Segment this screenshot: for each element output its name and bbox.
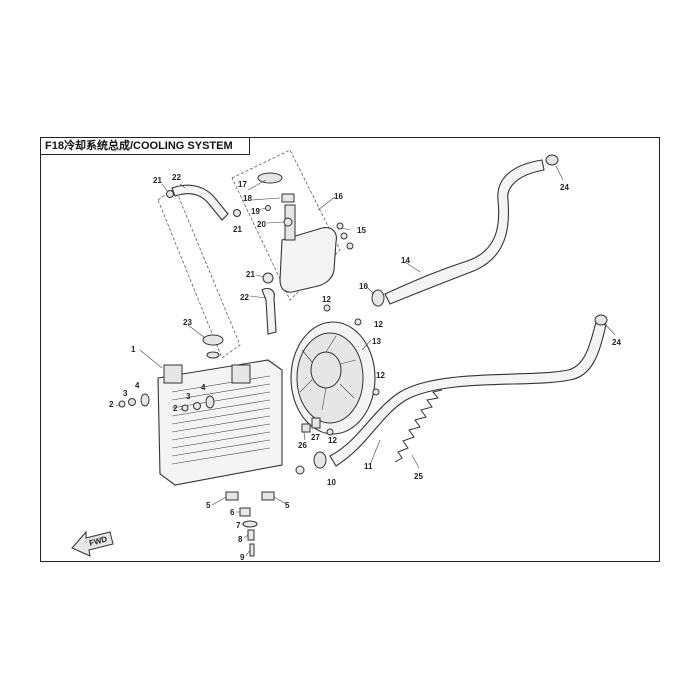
rubber-mount-5-left bbox=[225, 491, 239, 501]
washer-7 bbox=[242, 520, 258, 528]
tank-bolt-15c bbox=[346, 242, 354, 250]
forward-direction-arrow bbox=[71, 530, 114, 557]
callout-3: 3 bbox=[123, 389, 128, 398]
callout-15: 15 bbox=[357, 226, 366, 235]
hose-clamp-10-upper bbox=[371, 289, 385, 307]
fan-bolt-12-lower bbox=[372, 388, 380, 396]
fan-bolt-12-top bbox=[323, 304, 331, 312]
fan-bolt-12-bottom bbox=[326, 428, 334, 436]
callout-12: 12 bbox=[328, 436, 337, 445]
callout-2: 2 bbox=[109, 400, 114, 409]
overflow-hose-upper bbox=[171, 184, 229, 221]
callout-18: 18 bbox=[243, 194, 252, 203]
callout-5: 5 bbox=[206, 501, 211, 510]
fan-bolt-12-right bbox=[354, 318, 362, 326]
hose-clamp-21-upper bbox=[166, 190, 174, 198]
callout-26: 26 bbox=[298, 441, 307, 450]
callout-6: 6 bbox=[230, 508, 235, 517]
callout-5: 5 bbox=[285, 501, 290, 510]
callout-27: 27 bbox=[311, 433, 320, 442]
callout-10: 10 bbox=[359, 282, 368, 291]
callout-2: 2 bbox=[173, 404, 178, 413]
callout-23: 23 bbox=[183, 318, 192, 327]
radiator-fins bbox=[171, 375, 271, 465]
callout-8: 8 bbox=[238, 535, 243, 544]
callout-11: 11 bbox=[364, 462, 373, 471]
fitting-27 bbox=[311, 417, 321, 429]
bolt-2-right bbox=[181, 404, 189, 412]
hose-clamp-21-mid bbox=[233, 209, 241, 217]
callout-22: 22 bbox=[172, 173, 181, 182]
leader-lines bbox=[115, 165, 616, 557]
radiator-bracket-right bbox=[231, 364, 251, 384]
callout-1: 1 bbox=[131, 345, 136, 354]
tank-bolt-15a bbox=[336, 222, 344, 230]
callout-12: 12 bbox=[322, 295, 331, 304]
diagram-title: F18冷却系统总成/COOLING SYSTEM bbox=[40, 137, 250, 155]
washer-3-left bbox=[128, 398, 136, 406]
callout-21: 21 bbox=[233, 225, 242, 234]
rubber-mount-5-right bbox=[261, 491, 275, 501]
diagram-frame bbox=[40, 137, 660, 562]
callout-25: 25 bbox=[414, 472, 423, 481]
callout-3: 3 bbox=[186, 392, 191, 401]
callout-24: 24 bbox=[612, 338, 621, 347]
callout-16: 16 bbox=[334, 192, 343, 201]
callout-20: 20 bbox=[257, 220, 266, 229]
callout-4: 4 bbox=[135, 381, 140, 390]
hose-clamp-24-lower bbox=[594, 314, 608, 326]
callout-14: 14 bbox=[401, 256, 410, 265]
callout-4: 4 bbox=[201, 383, 206, 392]
protective-spring-25 bbox=[394, 389, 443, 463]
bolt-2-left bbox=[118, 400, 126, 408]
callout-10: 10 bbox=[327, 478, 336, 487]
radiator-core bbox=[157, 359, 283, 486]
callout-13: 13 bbox=[372, 337, 381, 346]
hose-clamp-21 bbox=[262, 272, 274, 284]
hose-group-outline bbox=[157, 187, 241, 359]
callout-9: 9 bbox=[240, 553, 245, 562]
callout-7: 7 bbox=[236, 521, 241, 530]
grommet-4-left bbox=[140, 393, 150, 407]
callout-21: 21 bbox=[246, 270, 255, 279]
washer-3-right bbox=[193, 402, 201, 410]
callout-22: 22 bbox=[240, 293, 249, 302]
temp-sensor-26 bbox=[301, 423, 311, 433]
callout-12: 12 bbox=[374, 320, 383, 329]
tank-fitting-18 bbox=[281, 193, 295, 203]
radiator-bracket-left bbox=[163, 364, 183, 384]
callout-17: 17 bbox=[238, 180, 247, 189]
fan-blades bbox=[299, 335, 357, 411]
grommet-4-right bbox=[205, 395, 215, 409]
upper-coolant-hose-14 bbox=[384, 159, 545, 305]
radiator-filler-neck bbox=[206, 351, 220, 359]
tank-group-outline bbox=[231, 149, 341, 301]
callout-12: 12 bbox=[376, 371, 385, 380]
callout-19: 19 bbox=[251, 207, 260, 216]
hose-clamp-10-lower bbox=[313, 451, 327, 469]
callout-21: 21 bbox=[153, 176, 162, 185]
overflow-tank bbox=[279, 227, 337, 293]
overflow-hose-lower bbox=[261, 287, 277, 335]
callout-24: 24 bbox=[560, 183, 569, 192]
tank-cap bbox=[257, 172, 283, 184]
hose-clamp-24-upper bbox=[545, 154, 559, 166]
radiator-outlet bbox=[295, 465, 305, 475]
radiator-cap-23 bbox=[202, 334, 224, 346]
tank-bolt-15b bbox=[340, 232, 348, 240]
